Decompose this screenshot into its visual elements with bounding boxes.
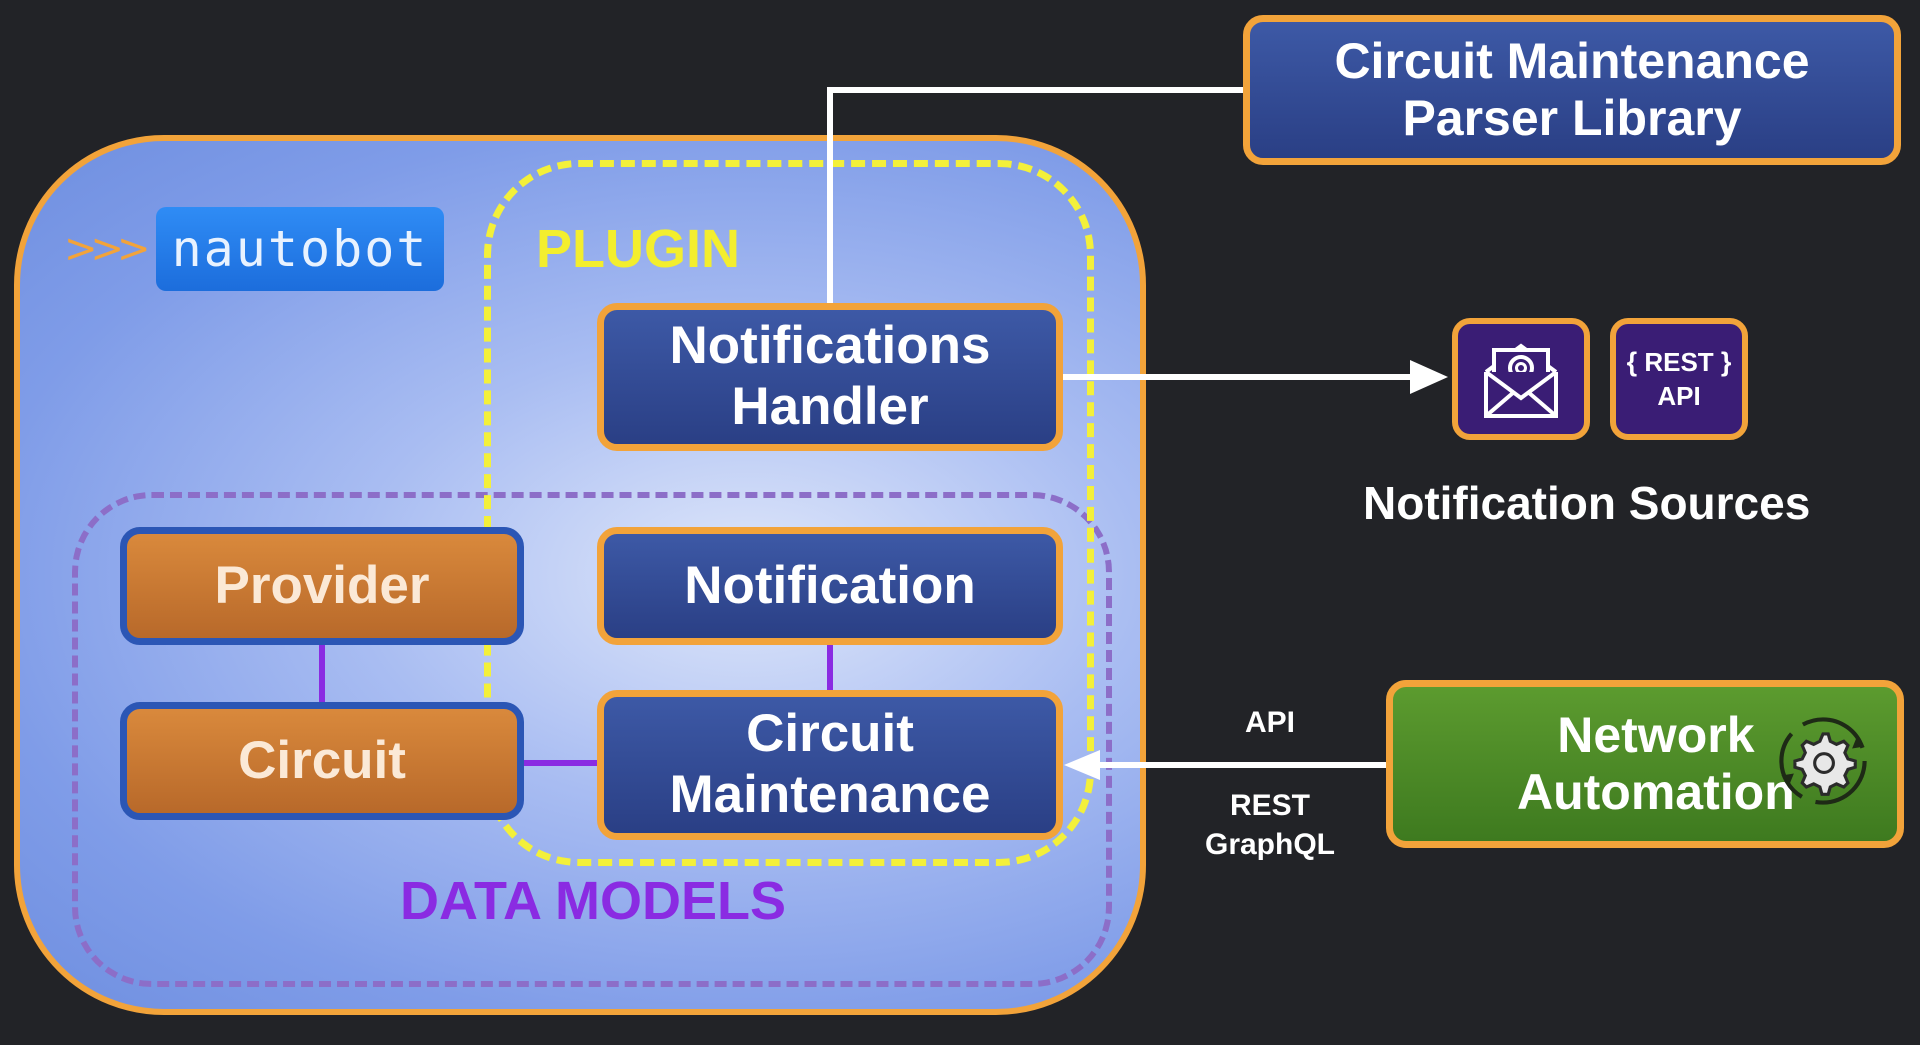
rest-api-line2: API <box>1657 380 1701 411</box>
circuit-maintenance-box: Circuit Maintenance <box>597 690 1063 840</box>
parser-library-box: Circuit Maintenance Parser Library <box>1243 15 1901 165</box>
rest-api-line1-row: { REST } <box>1627 345 1732 380</box>
notification-label: Notification <box>684 555 976 615</box>
graphql-label: GraphQL <box>1204 828 1335 861</box>
nautobot-logo-text: nautobot <box>171 220 429 278</box>
handler-line1: Notifications <box>669 316 991 376</box>
plugin-label: PLUGIN <box>536 219 741 279</box>
notification-sources-label: Notification Sources <box>1363 477 1811 529</box>
data-models-zone <box>72 492 1112 987</box>
netauto-line1: Network <box>1557 706 1755 763</box>
gear-cycle-icon <box>1779 717 1867 805</box>
email-source-icon <box>1452 318 1590 440</box>
network-automation-box: Network Automation <box>1386 680 1904 848</box>
handler-to-sources-arrowhead <box>1410 360 1448 394</box>
parser-line1: Circuit Maintenance <box>1334 32 1810 89</box>
data-models-label: DATA MODELS <box>400 871 786 931</box>
nautobot-logo: nautobot <box>156 207 444 291</box>
close-brace: } <box>1720 346 1732 377</box>
open-brace: { <box>1626 346 1638 377</box>
provider-label: Provider <box>214 555 430 615</box>
rest-api-source-icon: { REST } API <box>1610 318 1748 440</box>
api-label: API <box>1244 706 1295 739</box>
parser-to-handler-line <box>827 87 1243 303</box>
circuit-box: Circuit <box>120 702 524 820</box>
notification-box: Notification <box>597 527 1063 645</box>
provider-box: Provider <box>120 527 524 645</box>
nautobot-logo-arrows-icon: >>> <box>64 226 151 272</box>
cm-line1: Circuit <box>746 704 914 764</box>
rest-label: REST <box>1229 789 1310 822</box>
handler-line2: Handler <box>731 377 929 436</box>
circuit-label: Circuit <box>238 730 406 790</box>
plugin-zone <box>484 160 1094 866</box>
parser-line2: Parser Library <box>1402 90 1742 146</box>
cm-line2: Maintenance <box>669 765 991 824</box>
notifications-handler-box: Notifications Handler <box>597 303 1063 451</box>
rest-api-line1: REST <box>1644 346 1714 377</box>
email-at-icon <box>1484 343 1558 418</box>
netauto-line2: Automation <box>1517 764 1795 820</box>
rest-graphql-label: REST GraphQL <box>1180 786 1360 864</box>
netauto-to-cm-arrowhead <box>1064 750 1100 780</box>
